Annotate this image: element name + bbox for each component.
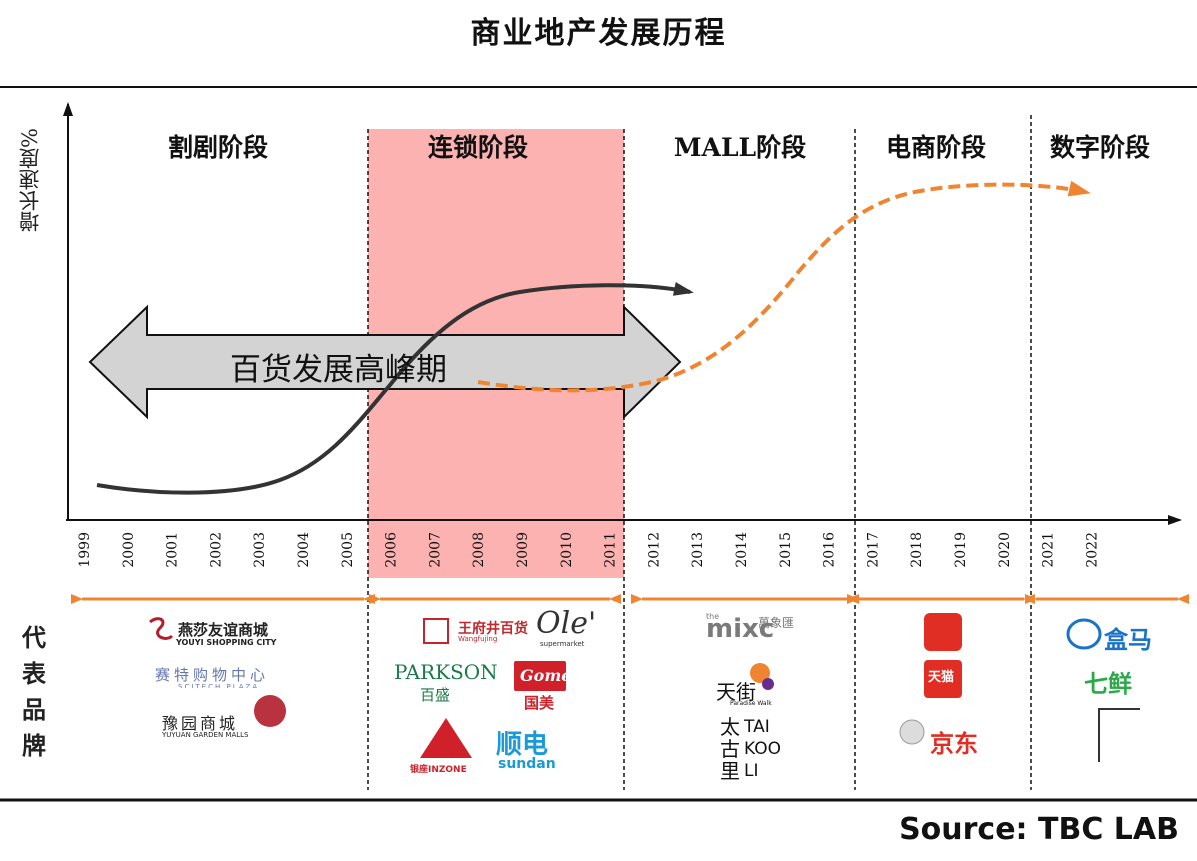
brand-qixian: 七鲜 [1084, 670, 1132, 698]
brand-yuyuan-en: YUYUAN GARDEN MALLS [162, 731, 249, 739]
brand-mixc: mixc [706, 614, 775, 644]
brand-sundan-en: sundan [498, 756, 556, 772]
brand-yansha-en: YOUYI SHOPPING CITY [176, 638, 277, 647]
yuyuan-logo-icon [254, 695, 286, 727]
brand-yansha: 燕莎友谊商城 [178, 621, 269, 639]
stage-label-5: 数字阶段 [1049, 133, 1150, 162]
brand-wangfujing: 王府井百货 [458, 621, 528, 637]
year-label-2005: 2005 [340, 532, 356, 568]
year-label-2007: 2007 [427, 532, 443, 568]
brand-inzone: 银座INZONE [410, 765, 467, 775]
brand-taikoo-cn: 太古里 [720, 715, 740, 783]
year-label-2003: 2003 [252, 532, 268, 568]
brand-tmall: 天猫 [928, 670, 955, 685]
brand-ole: Ole' [536, 606, 597, 641]
jd-mascot-icon [899, 719, 925, 745]
brand-parkson-cn: 百盛 [420, 686, 451, 704]
stage-label-4: 电商阶段 [885, 133, 986, 162]
year-labels: 1999 2000 2001 2002 2003 2004 2005 2006 2007 2008… [77, 532, 1100, 568]
brand-jd: 京东 [930, 730, 978, 758]
year-label-2006: 2006 [384, 532, 400, 568]
year-label-2010: 2010 [559, 532, 575, 568]
gome-logo-icon [514, 661, 566, 691]
brand-tianjie-en: Paradise Walk [730, 700, 772, 707]
stage-label-1: 割剧阶段 [167, 133, 268, 162]
brand-mixc-cn: 萬象匯 [758, 616, 795, 630]
brand-saite: 赛特购物中心 [155, 666, 270, 684]
year-label-2016: 2016 [822, 532, 838, 568]
representative-brands-label: 代表品牌 [22, 623, 46, 760]
tianjie-logo-dot-icon [762, 678, 774, 690]
year-label-2015: 2015 [778, 532, 794, 568]
page-title: 商业地产发展历程 [470, 16, 727, 51]
year-label-2017: 2017 [865, 532, 881, 568]
brand-yuyuan: 豫园商城 [162, 714, 239, 733]
year-label-2020: 2020 [997, 532, 1013, 568]
year-label-2018: 2018 [909, 532, 925, 568]
tianjie-logo-icon [750, 663, 770, 683]
pinduoduo-logo-icon [924, 613, 962, 651]
year-label-2013: 2013 [690, 532, 706, 568]
source-credit: Source: TBC LAB [899, 812, 1179, 847]
year-label-2011: 2011 [603, 532, 619, 568]
stage-label-2: 连锁阶段 [427, 133, 528, 162]
hema-logo-icon [1066, 618, 1102, 650]
year-label-2002: 2002 [208, 532, 224, 568]
brand-tianjie: 天街 [716, 680, 756, 704]
year-label-2004: 2004 [296, 532, 312, 568]
year-label-2014: 2014 [734, 532, 750, 568]
department-store-growth-curve [96, 282, 694, 495]
ecommerce-growth-curve [477, 180, 1091, 393]
peak-period-arrow [88, 304, 682, 420]
year-label-2019: 2019 [953, 532, 969, 568]
year-label-2008: 2008 [471, 532, 487, 568]
brand-gome: Gome [520, 666, 572, 685]
year-label-2012: 2012 [646, 532, 662, 568]
tmall-logo-icon [924, 660, 962, 698]
year-label-2022: 2022 [1084, 532, 1100, 568]
stage-label-3: MALL阶段 [673, 133, 807, 162]
wangfujing-logo-icon [423, 618, 449, 644]
fangdian-logo-icon [1098, 708, 1140, 762]
year-label-2021: 2021 [1041, 532, 1057, 568]
year-label-2000: 2000 [121, 532, 137, 568]
brand-taikoo-en: TAI KOO LI [744, 717, 781, 781]
brand-saite-en: SCITECH PLAZA [178, 683, 260, 688]
brand-gome-cn: 国美 [524, 694, 555, 712]
yansha-logo-icon [149, 617, 174, 640]
year-label-1999: 1999 [77, 532, 93, 568]
year-label-2001: 2001 [165, 532, 181, 568]
brand-sundan-cn: 顺电 [496, 730, 549, 760]
brand-hema: 盒马 [1104, 626, 1152, 654]
peak-period-label: 百货发展高峰期 [230, 352, 447, 388]
brand-mixc-the: the [706, 612, 720, 621]
inzone-logo-icon [420, 718, 472, 758]
brand-wangfujing-en: Wangfujing [458, 635, 498, 643]
y-axis-label: 增长速度% [18, 128, 42, 232]
brand-parkson: PARKSON [394, 660, 498, 684]
year-label-2009: 2009 [515, 532, 531, 568]
brand-ole-sub: supermarket [540, 640, 585, 648]
